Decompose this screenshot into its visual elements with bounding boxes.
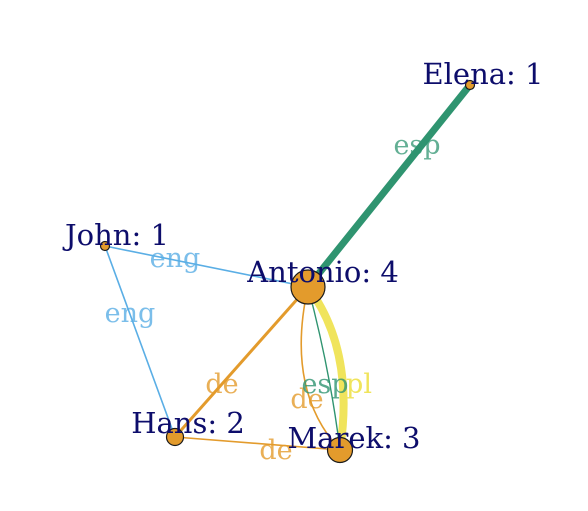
- node-label-hans: Hans: 2: [131, 406, 245, 440]
- edge-label-esp-elena: esp: [393, 130, 440, 161]
- edge-label-esp-antonio-marek: esp: [301, 369, 348, 400]
- edge-label-de-antonio-marek: de: [290, 384, 323, 415]
- node-label-elena: Elena: 1: [422, 57, 543, 91]
- edge-hans-marek-de: [174, 436, 341, 451]
- edge-antonio-marek-de: [300, 286, 341, 451]
- edge-label-eng-john-antonio: eng: [150, 243, 201, 274]
- nodes: [99, 79, 476, 464]
- edge-label-pl-antonio-marek: pl: [346, 369, 372, 400]
- node-hans[interactable]: [165, 427, 185, 447]
- node-antonio[interactable]: [290, 269, 326, 305]
- edge-john-antonio-eng: [104, 245, 309, 288]
- edge-antonio-hans-de: [173, 286, 310, 438]
- edge-antonio-marek-esp: [307, 286, 341, 451]
- edge-label-de-hans-marek: de: [259, 435, 292, 466]
- edge-label-de-antonio-hans: de: [205, 369, 238, 400]
- node-labels: Elena: 1 John: 1 Antonio: 4 Hans: 2 Mare…: [62, 57, 543, 455]
- edge-john-hans-eng: [104, 245, 176, 438]
- edge-labels: esp eng eng de de de esp pl: [105, 130, 441, 466]
- node-label-antonio: Antonio: 4: [246, 255, 399, 289]
- node-label-marek: Marek: 3: [287, 421, 420, 455]
- edge-antonio-marek-pl: [304, 283, 348, 454]
- node-elena[interactable]: [464, 79, 476, 91]
- edge-antonio-elena-esp: [304, 81, 474, 291]
- edge-label-eng-john-hans: eng: [105, 298, 156, 329]
- edges: [104, 81, 474, 454]
- node-john[interactable]: [99, 240, 111, 252]
- node-marek[interactable]: [326, 436, 354, 464]
- node-label-john: John: 1: [62, 218, 169, 252]
